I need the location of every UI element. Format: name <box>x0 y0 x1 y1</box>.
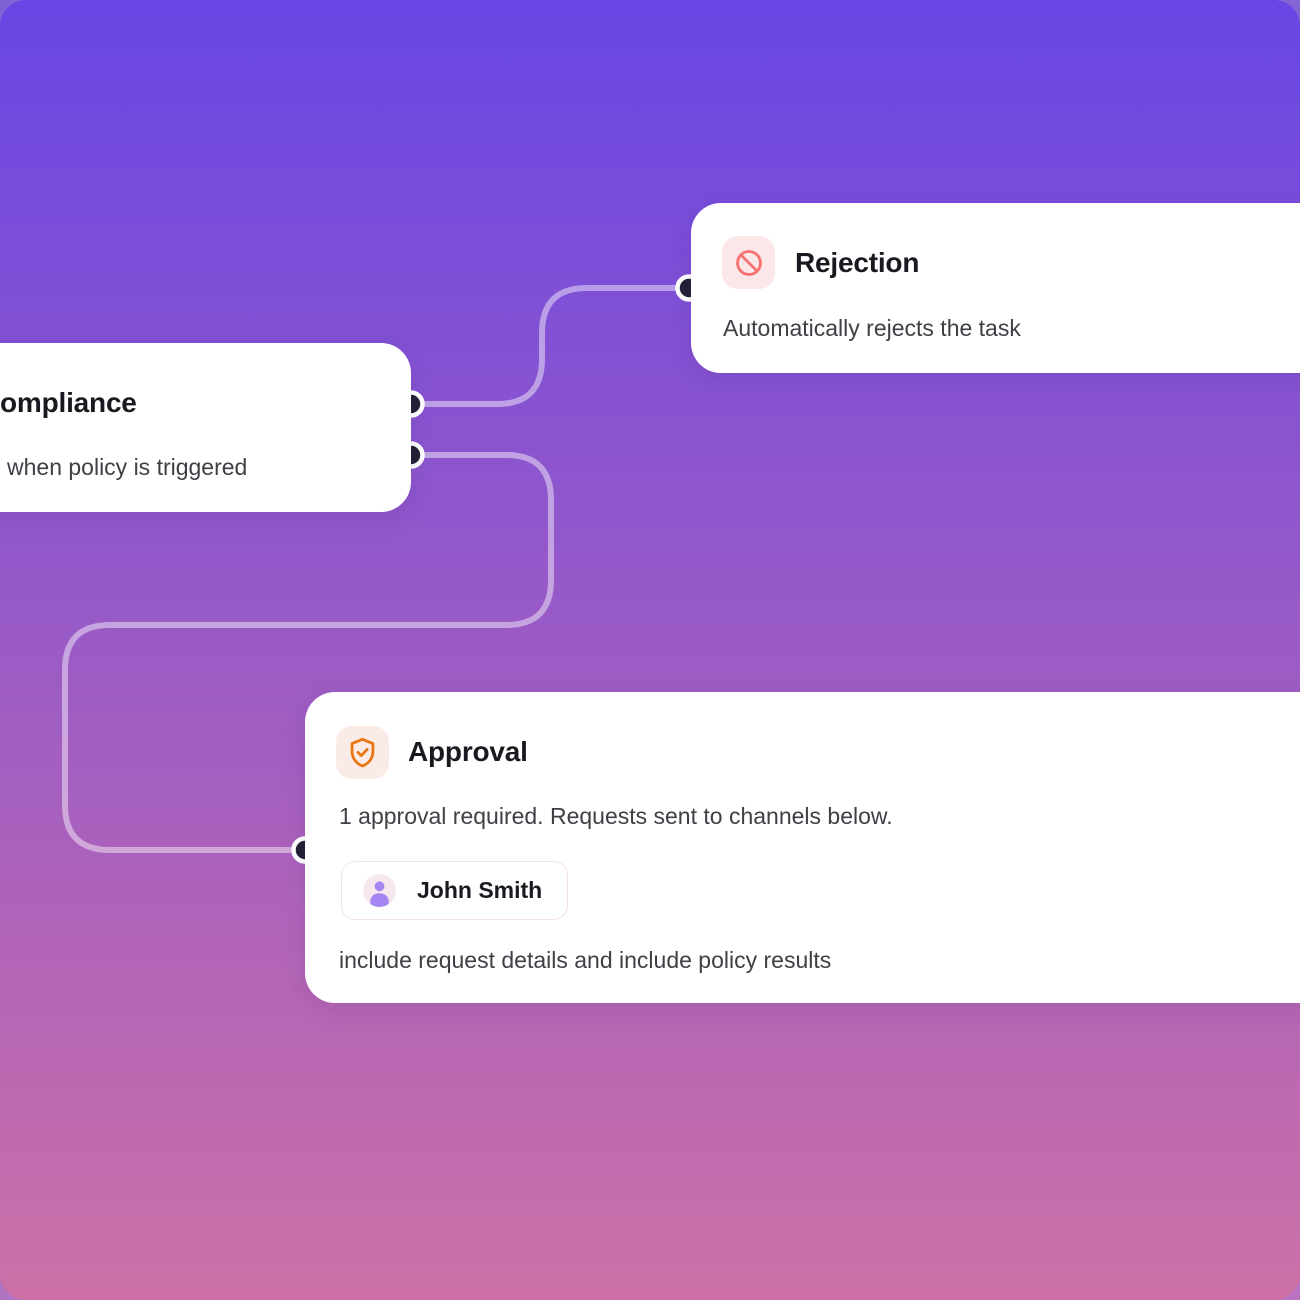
compliance-subtitle: when policy is triggered <box>7 454 248 480</box>
compliance-title: ompliance <box>0 387 137 418</box>
approval-title: Approval <box>408 736 528 767</box>
node-approval[interactable]: Approval 1 approval required. Requests s… <box>305 692 1300 1003</box>
edge-compliance-to-approval <box>62 452 554 853</box>
person-icon <box>363 874 396 907</box>
approver-name: John Smith <box>417 877 543 903</box>
ban-icon <box>722 236 775 289</box>
rejection-title: Rejection <box>795 247 920 278</box>
node-rejection[interactable]: Rejection Automatically rejects the task <box>691 203 1300 373</box>
approver-chip[interactable]: John Smith <box>341 861 568 920</box>
approval-details: include request details and include poli… <box>339 947 832 973</box>
node-compliance[interactable]: ompliance when policy is triggered <box>0 343 411 512</box>
rejection-subtitle: Automatically rejects the task <box>723 315 1021 341</box>
shield-check-icon <box>336 726 389 779</box>
approval-description: 1 approval required. Requests sent to ch… <box>339 803 893 829</box>
edge-compliance-to-rejection <box>411 285 689 407</box>
